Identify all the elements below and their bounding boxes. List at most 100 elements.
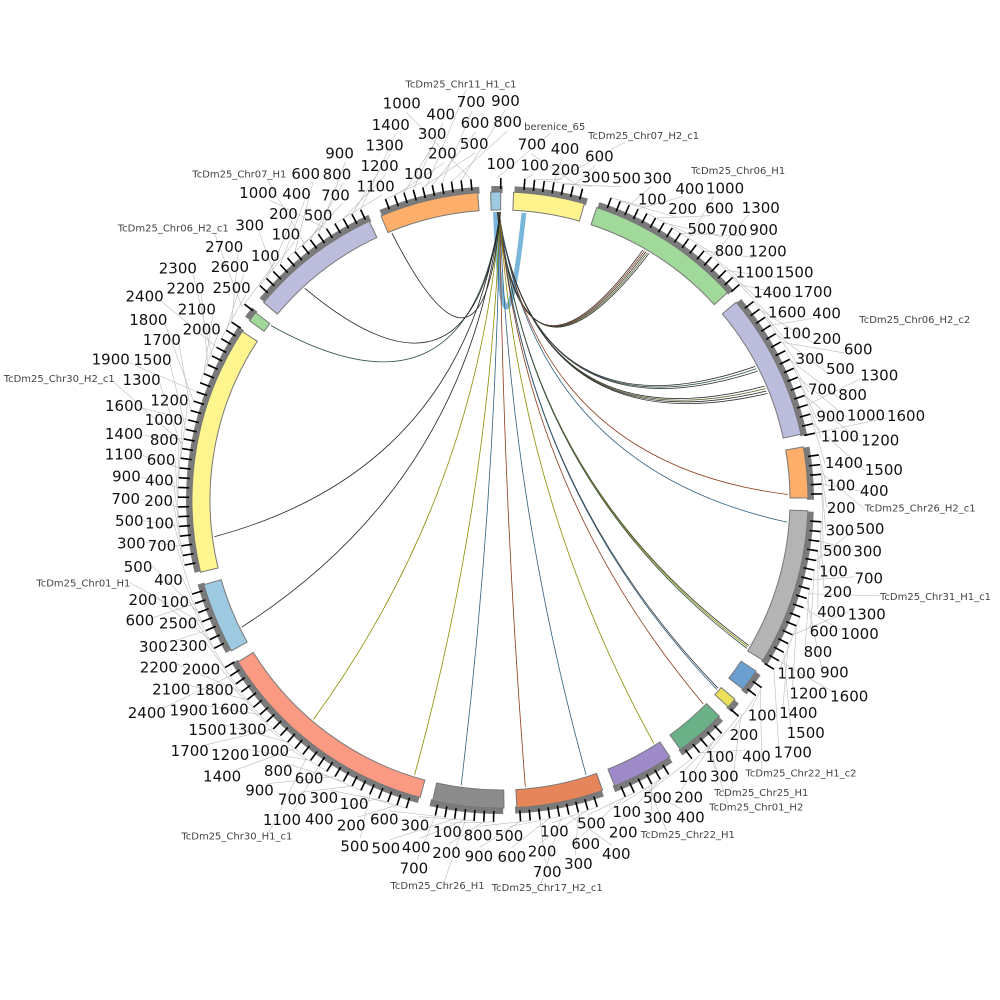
- segment-band[interactable]: [490, 191, 502, 211]
- tick-label: 800: [323, 166, 352, 184]
- tick-mark: [482, 810, 486, 822]
- segment-band[interactable]: [262, 220, 378, 315]
- tick-label: 1500: [188, 721, 226, 739]
- tick-mark: [809, 463, 821, 467]
- tick-label: 2100: [152, 680, 190, 698]
- tick-label: 2300: [159, 260, 197, 278]
- tick-label: 1100: [821, 428, 859, 446]
- tick-mark: [574, 801, 580, 813]
- tick-mark: [302, 745, 311, 756]
- label-leader-line: [553, 157, 563, 183]
- segment-band[interactable]: [191, 330, 258, 573]
- segment-TcDm25_Chr30_H2_c1[interactable]: [178, 321, 258, 573]
- label-leader-line: [782, 643, 789, 708]
- segment-TcDm25_Chr11_H1_c1[interactable]: [379, 179, 480, 234]
- link-berenice_65-to-TcDm25_Chr06_H2_c2: [498, 211, 768, 405]
- label-leader-line: [266, 220, 293, 279]
- link-berenice_65-to-TcDm25_Chr01_H2: [499, 211, 704, 705]
- segment-band[interactable]: [785, 446, 809, 499]
- tick-mark: [387, 791, 393, 803]
- tick-mark: [696, 250, 705, 260]
- tick-label: 200: [813, 330, 842, 348]
- label-leader-line: [258, 232, 274, 272]
- tick-label: 300: [796, 350, 825, 368]
- link-berenice_65-to-TcDm25_Chr30_H2_c1: [214, 211, 501, 538]
- segment-band[interactable]: [669, 702, 721, 751]
- segment-TcDm25_Chr30_H1_c1[interactable]: [224, 651, 426, 809]
- label-leader-line: [779, 616, 801, 669]
- label-leader-line: [764, 317, 798, 364]
- segment-band[interactable]: [380, 192, 480, 234]
- tick-label: 1300: [365, 136, 403, 154]
- label-leader-line: [540, 815, 562, 884]
- label-leader-line: [213, 232, 243, 308]
- tick-mark: [764, 662, 775, 670]
- segment-band[interactable]: [203, 579, 248, 652]
- tick-label: 300: [643, 809, 672, 827]
- tick-label: 1600: [768, 303, 806, 321]
- segment-TcDm25_Chr06_H1[interactable]: [590, 197, 740, 306]
- tick-label: 400: [402, 838, 431, 856]
- tick-mark: [421, 187, 427, 199]
- tick-mark: [688, 244, 697, 254]
- label-leader-line: [460, 109, 506, 181]
- tick-mark: [220, 338, 232, 345]
- label-leader-line: [359, 794, 371, 839]
- tick-mark: [769, 654, 780, 662]
- link-berenice_65-to-TcDm25_Chr17_H2_c1: [499, 211, 526, 787]
- segment-band[interactable]: [728, 660, 757, 690]
- tick-label: 1100: [357, 177, 395, 195]
- tick-label: 100: [520, 157, 549, 175]
- label-leader-line: [759, 689, 763, 771]
- segment-TcDm25_Chr17_H2_c1[interactable]: [514, 772, 604, 822]
- segment-band[interactable]: [746, 509, 809, 661]
- label-leader-line: [302, 203, 343, 246]
- tick-label: 500: [612, 169, 641, 187]
- segment-band[interactable]: [714, 686, 736, 708]
- label-leader-line: [172, 500, 184, 556]
- segment-TcDm25_Chr06_H2_c2[interactable]: [721, 299, 816, 439]
- tick-label: 400: [676, 809, 705, 827]
- tick-label: 1300: [122, 371, 160, 389]
- segment-TcDm25_Chr22_H1_c2[interactable]: [728, 660, 763, 697]
- tick-label: 300: [643, 169, 672, 187]
- segment-band[interactable]: [248, 311, 271, 332]
- segment-band[interactable]: [607, 741, 671, 787]
- tick-mark: [551, 182, 555, 194]
- segment-TcDm25_Chr26_H1[interactable]: [429, 782, 505, 822]
- tick-label: 1600: [887, 407, 925, 425]
- label-leader-line: [300, 785, 353, 793]
- tick-mark: [246, 692, 257, 701]
- tick-label: 2500: [213, 279, 251, 297]
- tick-label: 100: [487, 155, 516, 173]
- tick-mark: [584, 798, 589, 811]
- tick-mark: [810, 520, 822, 523]
- tick-label: 800: [464, 826, 493, 844]
- label-leader-line: [629, 186, 652, 206]
- segment-TcDm25_Chr26_H2_c1[interactable]: [785, 446, 822, 500]
- segment-band[interactable]: [721, 301, 802, 439]
- segment-TcDm25_Chr31_H1_c1[interactable]: [746, 509, 822, 670]
- segment-TcDm25_Chr06_H2_c1[interactable]: [243, 303, 271, 332]
- segment-band[interactable]: [515, 772, 604, 809]
- tick-mark: [673, 232, 682, 243]
- tick-label: 200: [730, 726, 759, 744]
- label-leader-line: [753, 301, 785, 339]
- tick-label: 2400: [126, 287, 164, 305]
- segment-band[interactable]: [590, 206, 729, 306]
- segment-TcDm25_Chr22_H1[interactable]: [607, 741, 673, 797]
- link-berenice_65-to-TcDm25_Chr31_H1_c1: [498, 211, 788, 523]
- segment-TcDm25_Chr25_H1[interactable]: [714, 686, 740, 717]
- segment-TcDm25_Chr01_H1[interactable]: [191, 579, 248, 654]
- segment-band[interactable]: [237, 651, 426, 799]
- segment-TcDm25_Chr07_H2_c1[interactable]: [512, 178, 588, 222]
- segment-band[interactable]: [432, 782, 505, 809]
- segment-TcDm25_Chr01_H2[interactable]: [669, 702, 724, 760]
- tick-mark: [183, 438, 195, 442]
- link-berenice_65-to-TcDm25_Chr30_H1_c1: [414, 211, 501, 776]
- tick-label: 1500: [133, 351, 171, 369]
- segment-TcDm25_Chr07_H1[interactable]: [259, 209, 378, 315]
- segment-name-label: TcDm25_Chr01_H2: [708, 802, 803, 813]
- segment-berenice_65[interactable]: [490, 177, 503, 211]
- segment-band[interactable]: [512, 191, 585, 222]
